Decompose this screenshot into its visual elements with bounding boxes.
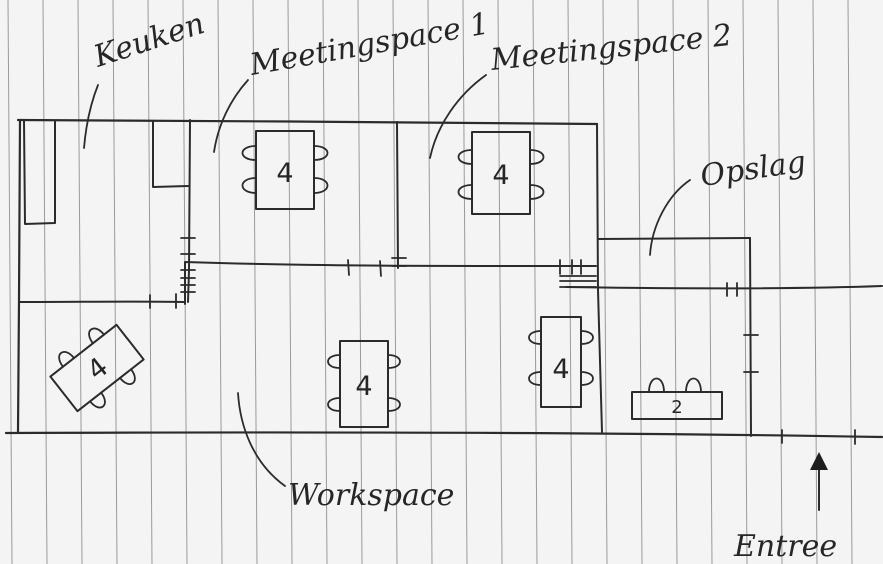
workspace-table-center-seats: 4: [355, 371, 372, 402]
meeting-table-1-seats: 4: [276, 158, 293, 189]
meeting-table-1: 4: [241, 130, 329, 210]
workspace-table-right-seats: 4: [552, 354, 569, 385]
workspace-table-left-seats: 4: [82, 352, 115, 387]
meeting-table-2-seats: 4: [492, 160, 509, 191]
workspace-table-center: 4: [327, 340, 401, 428]
leader-lines: [83, 74, 691, 487]
entrance-arrow-icon: [810, 452, 828, 511]
door-marks: [149, 237, 856, 445]
workspace-table-right: 4: [528, 316, 594, 408]
entrance-desk-seats: 2: [671, 397, 682, 418]
entrance-desk: 2: [631, 377, 723, 420]
kitchen-counters: [23, 120, 189, 225]
label-meetingspace-2: Meetingspace 2: [488, 18, 733, 78]
label-opslag: Opslag: [698, 145, 808, 194]
label-meetingspace-1: Meetingspace 1: [246, 6, 491, 83]
label-entree: Entree: [733, 529, 837, 564]
outer-walls: [4, 118, 883, 439]
meeting-table-2: 4: [457, 131, 545, 215]
workspace-table-left: 4: [49, 323, 145, 413]
ruled-paper-lines: [7, 0, 853, 564]
label-workspace: Workspace: [288, 478, 454, 513]
